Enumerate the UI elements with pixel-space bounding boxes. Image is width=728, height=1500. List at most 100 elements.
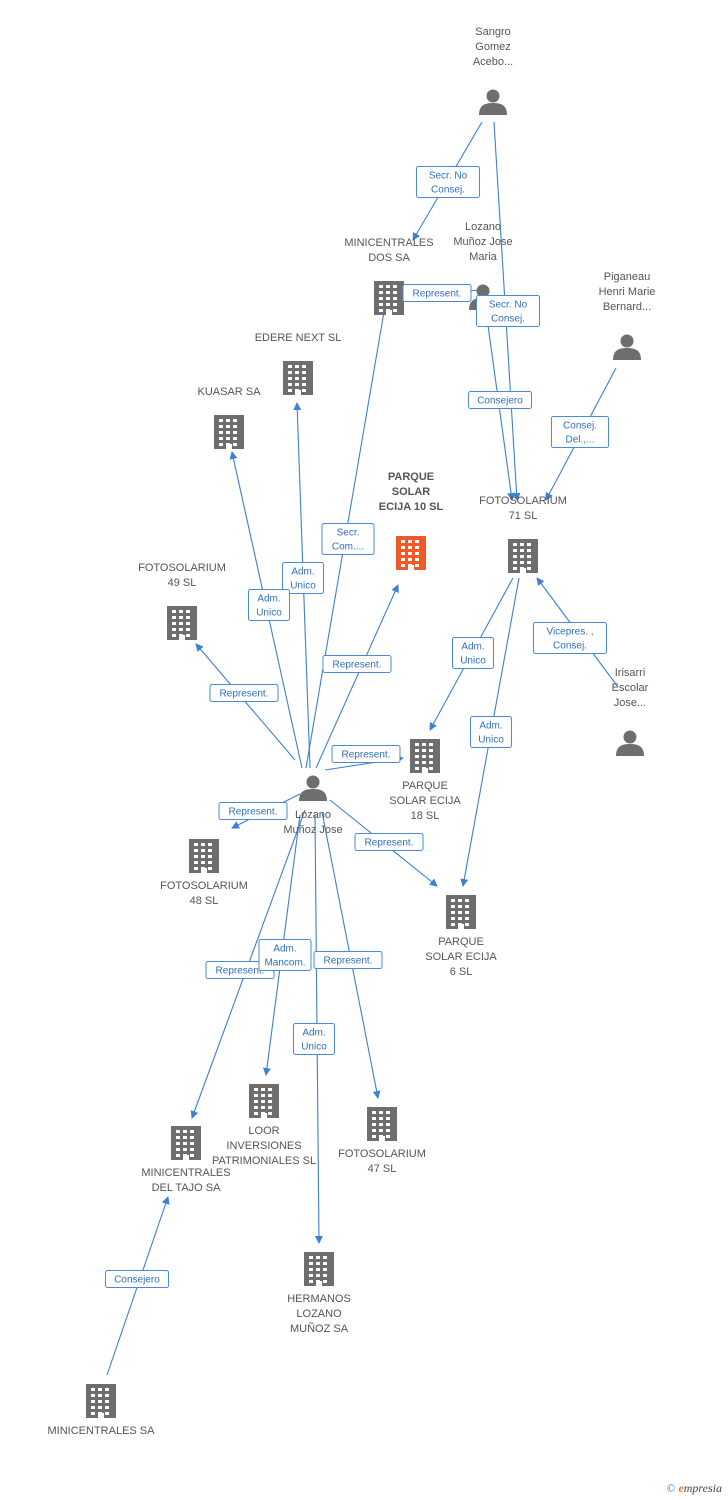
person-node[interactable]: IrisarriEscolarJose...: [612, 667, 649, 756]
building-window: [194, 867, 198, 870]
building-window: [386, 297, 390, 300]
edge-label-box[interactable]: Adm.Unico: [470, 716, 512, 748]
building-window: [208, 867, 212, 870]
building-window: [429, 749, 433, 752]
building-window: [386, 1117, 390, 1120]
brand-logo[interactable]: empresia: [678, 1481, 722, 1495]
building-window: [190, 1136, 194, 1139]
edge-label-frame: [105, 1270, 169, 1288]
edge-label-box[interactable]: Consejero: [105, 1270, 169, 1288]
building-window: [183, 1136, 187, 1139]
edge-label-text: Consej.: [491, 314, 525, 325]
building-window: [401, 558, 405, 561]
building-window: [194, 861, 198, 864]
building-window: [208, 843, 212, 846]
building-window: [429, 755, 433, 758]
company-node[interactable]: EDERE NEXT SL: [255, 332, 342, 395]
edge-label-text: Represent.: [413, 289, 462, 300]
building-window: [268, 1106, 272, 1109]
edge-label-frame: [452, 637, 494, 669]
edge-label-text: Unico: [460, 656, 486, 667]
edge-label-box[interactable]: Consejero: [468, 391, 532, 409]
building-icon: [304, 1252, 334, 1286]
edge-label-text: Com....: [332, 542, 364, 553]
building-window: [323, 1280, 327, 1283]
edge-label-frame: [354, 833, 424, 851]
edge-label-box[interactable]: Represent.: [218, 802, 288, 820]
node-label: 6 SL: [450, 966, 473, 978]
building-window: [520, 549, 524, 552]
node-label: Muñoz Jose: [453, 236, 512, 248]
building-window: [379, 1129, 383, 1132]
building-window: [233, 437, 237, 440]
building-window: [201, 855, 205, 858]
building-door: [201, 868, 207, 873]
edge-label-box[interactable]: Adm.Unico: [248, 589, 290, 621]
building-window: [513, 561, 517, 564]
building-window: [372, 1123, 376, 1126]
edge-label-box[interactable]: Represent.: [209, 684, 279, 702]
building-icon: [86, 1384, 116, 1418]
edge-label-box[interactable]: Represent.: [205, 961, 275, 979]
building-window: [415, 755, 419, 758]
person-node[interactable]: SangroGomezAcebo...: [473, 26, 513, 115]
company-node[interactable]: MINICENTRALES SA: [48, 1384, 156, 1437]
building-window: [386, 1129, 390, 1132]
edge-label-box[interactable]: Adm.Mancom.: [258, 939, 312, 971]
node-label: FOTOSOLARIUM: [479, 495, 567, 507]
building-window: [190, 1148, 194, 1151]
building-window: [520, 543, 524, 546]
building-window: [379, 1117, 383, 1120]
edge-label-box[interactable]: Secr.Com....: [321, 523, 375, 555]
edge-label-text: Represent.: [333, 660, 382, 671]
building-window: [226, 431, 230, 434]
building-icon: [508, 539, 538, 573]
building-window: [309, 1274, 313, 1277]
building-icon: [396, 536, 426, 570]
building-door: [98, 1413, 104, 1418]
building-window: [219, 437, 223, 440]
node-label: PARQUE: [438, 936, 484, 948]
edge-label-text: Unico: [290, 581, 316, 592]
building-window: [393, 291, 397, 294]
node-label: Lozano: [295, 809, 331, 821]
edge-label-box[interactable]: Adm.Unico: [452, 637, 494, 669]
edge-label-box[interactable]: Represent.: [354, 833, 424, 851]
edge-label-box[interactable]: Represent.: [313, 951, 383, 969]
edge-label-box[interactable]: Adm.Unico: [282, 562, 324, 594]
building-window: [422, 743, 426, 746]
building-window: [323, 1256, 327, 1259]
edge-label-box[interactable]: Vicepres. ,Consej.: [533, 622, 607, 654]
node-label: EDERE NEXT SL: [255, 332, 342, 344]
building-window: [513, 555, 517, 558]
company-node[interactable]: KUASAR SA: [198, 386, 262, 449]
person-head: [620, 334, 634, 348]
edge-label-box[interactable]: Represent.: [322, 655, 392, 673]
building-door: [379, 1136, 385, 1141]
building-window: [379, 1111, 383, 1114]
edge-label-box[interactable]: Consej.Del.,...: [551, 416, 609, 448]
building-window: [183, 1130, 187, 1133]
building-window: [194, 849, 198, 852]
node-label: DOS SA: [368, 252, 410, 264]
node-label: Piganeau: [604, 271, 651, 283]
edge-label-box[interactable]: Represent.: [331, 745, 401, 763]
edge-label-box[interactable]: Adm.Unico: [293, 1023, 335, 1055]
edge-label-text: Consej.: [563, 421, 597, 432]
edge-label-box[interactable]: Represent.: [402, 284, 472, 302]
